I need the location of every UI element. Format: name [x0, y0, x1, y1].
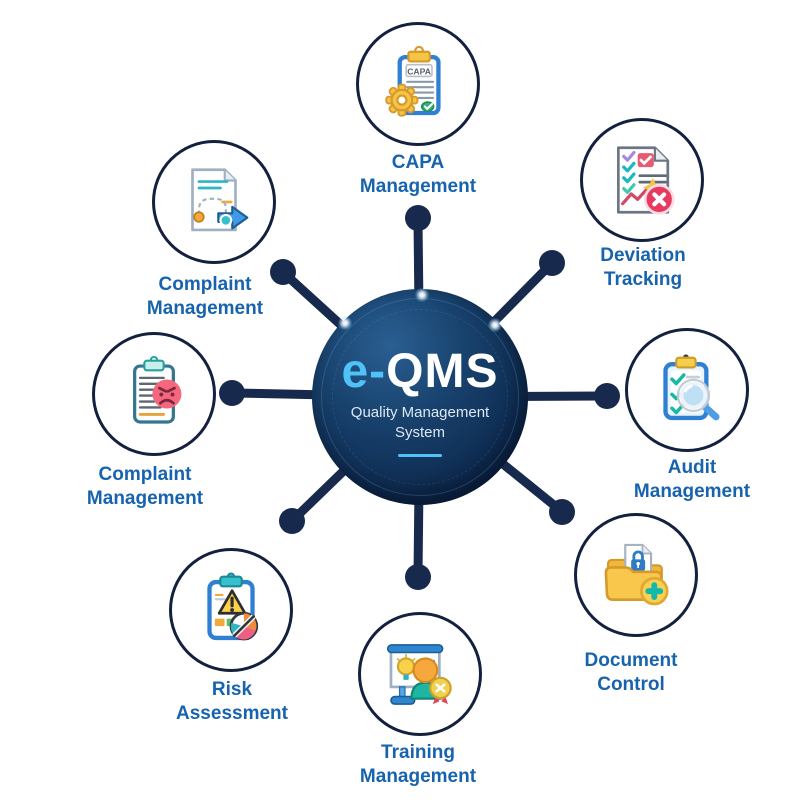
folder-lock-plus-icon [604, 543, 669, 606]
svg-text:CAPA: CAPA [407, 66, 431, 76]
clipboard-magnifier-icon [663, 354, 720, 421]
document-checklist-error-icon [617, 146, 675, 215]
clipboard-gear-icon: CAPA [385, 45, 441, 117]
node-audit-management [625, 328, 749, 452]
sparkle-icon [415, 288, 429, 302]
hub-subtitle: Quality Management System [351, 403, 489, 443]
hub-underline [398, 454, 442, 457]
hub-title: e-QMS [341, 347, 498, 397]
node-complaint-management-upper [152, 140, 276, 264]
label-deviation-tracking: Deviation Tracking [600, 245, 686, 290]
clipboard-warning-pie-icon [207, 572, 259, 641]
label-training-management: Training Management [359, 742, 477, 787]
label-capa-management: CAPA Management [359, 152, 477, 197]
node-training-management [358, 612, 482, 736]
label-audit-management: Audit Management [633, 457, 751, 502]
hub-subtitle-line1: Quality Management [350, 404, 490, 421]
node-risk-assessment [169, 548, 293, 672]
label-document-control: Document Control [584, 650, 678, 695]
document-forward-arrow-icon [191, 168, 249, 232]
label-complaint-management-upper: Complaint Management [146, 274, 264, 319]
node-complaint-management-left [92, 332, 216, 456]
sparkle-icon [488, 318, 502, 332]
presentation-trainee-badge-icon [386, 644, 452, 705]
label-complaint-management-left: Complaint Management [86, 464, 204, 509]
node-capa-management: CAPA [356, 22, 480, 146]
hub-title-prefix: e- [341, 345, 387, 398]
label-risk-assessment: Risk Assessment [176, 679, 288, 724]
hub-subtitle-line2: System [394, 424, 445, 441]
spoke-dots [219, 205, 620, 590]
node-document-control [574, 513, 698, 637]
hub-title-main: QMS [386, 345, 499, 398]
clipboard-angry-face-icon [133, 355, 182, 424]
node-deviation-tracking [580, 118, 704, 242]
sparkle-icon [338, 316, 352, 330]
